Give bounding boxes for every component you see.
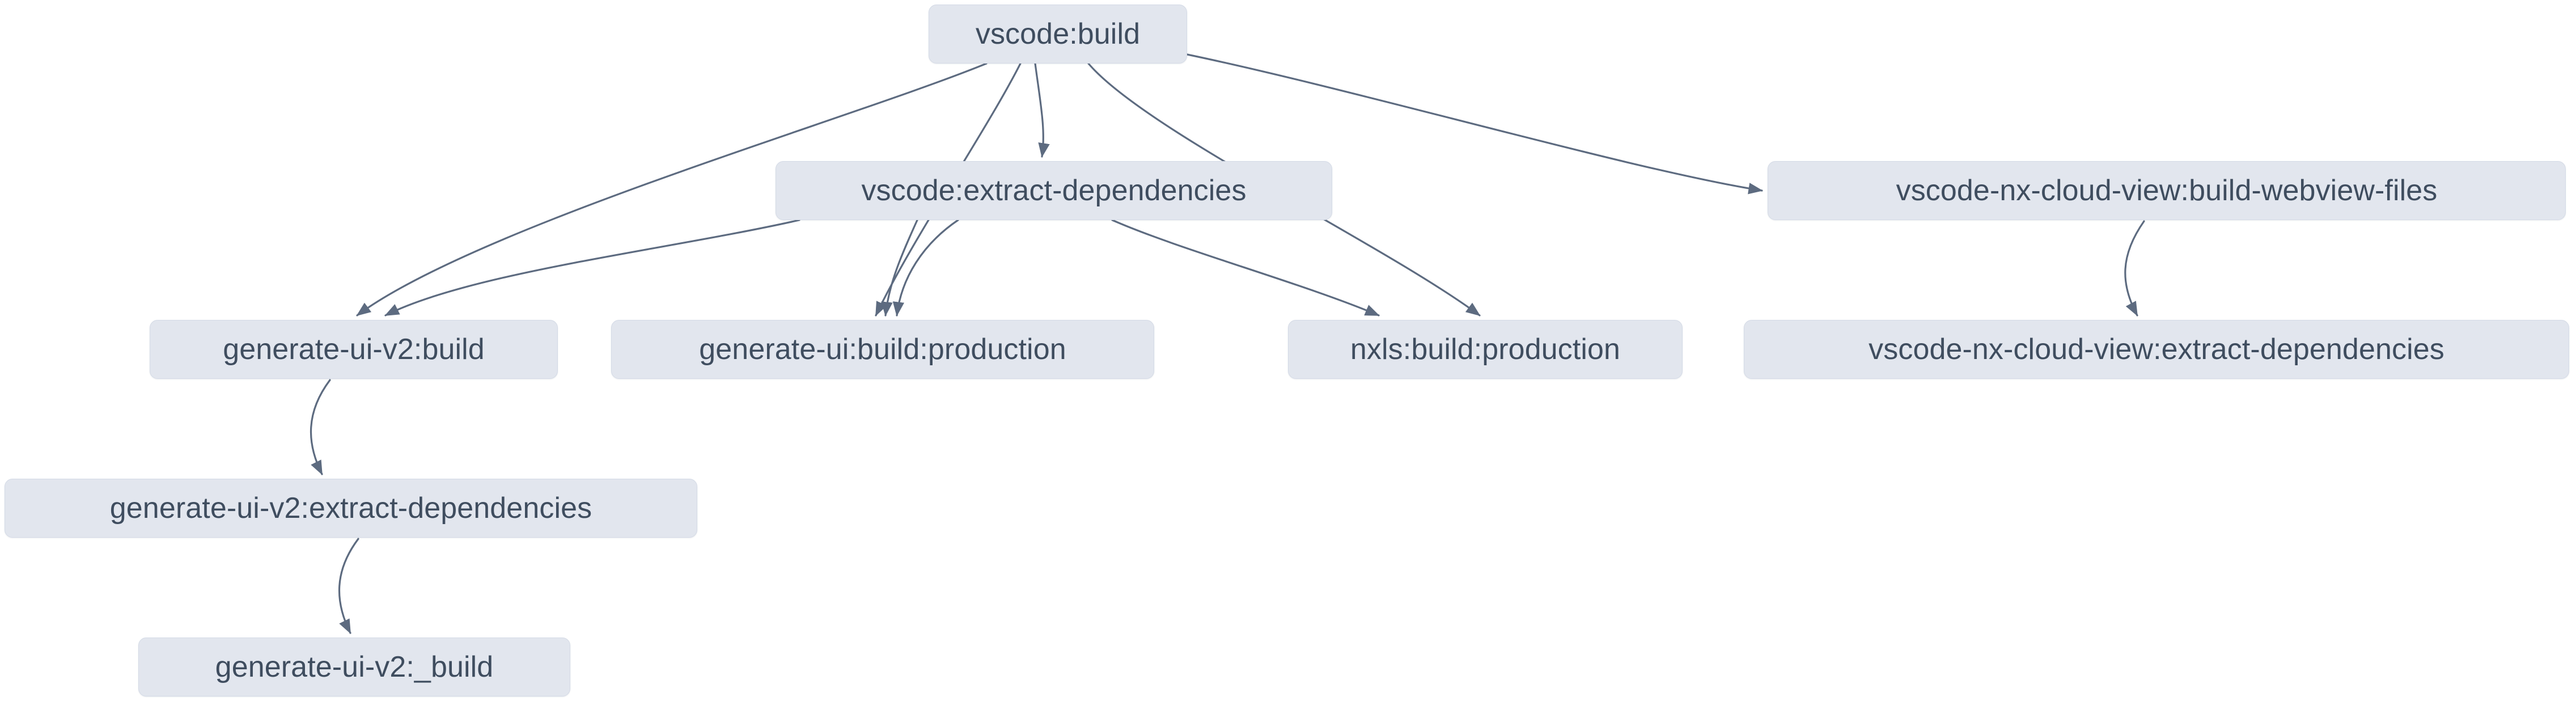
- graph-node-label: vscode-nx-cloud-view:build-webview-files: [1896, 174, 2438, 207]
- graph-node-label: generate-ui:build:production: [699, 333, 1066, 366]
- graph-edge-vscode-extract-dependencies--to--generate-ui:build:production: [892, 219, 959, 316]
- graph-node-nxls-build-production[interactable]: nxls:build:production: [1288, 320, 1683, 379]
- graph-node-label: vscode:extract-dependencies: [861, 174, 1247, 207]
- graph-node-vscode-build[interactable]: vscode:build: [929, 5, 1187, 64]
- graph-node-label: generate-ui-v2:_build: [215, 651, 494, 683]
- graph-node-label: generate-ui-v2:extract-dependencies: [109, 492, 592, 525]
- graph-node-label: nxls:build:production: [1350, 333, 1621, 366]
- graph-edge-generate-ui-v2-extract-dependencies--to--generate-ui-v2:_build: [338, 538, 359, 634]
- graph-node-generate-ui-v2-extract-dependencies[interactable]: generate-ui-v2:extract-dependencies: [5, 479, 697, 538]
- graph-edge-vscode-extract-dependencies--to--generate-ui:build:production: [881, 219, 918, 316]
- graph-node-vscode-nx-cloud-view-build-webview-files[interactable]: vscode-nx-cloud-view:build-webview-files: [1768, 161, 2566, 220]
- graph-node-label: generate-ui-v2:build: [223, 333, 485, 366]
- graph-edge-vscode-build--to--vscode:extract-dependencies: [1034, 62, 1050, 158]
- graph-node-label: vscode-nx-cloud-view:extract-dependencie…: [1869, 333, 2444, 366]
- graph-edge-generate-ui-v2-build--to--generate-ui-v2:extract-dependencies: [310, 379, 331, 475]
- graph-edge-vscode-nx-cloud-view-build-webview-files--to--vscode-nx-cloud-view:extract-dependencies: [2124, 220, 2145, 316]
- graph-node-generate-ui-build-production[interactable]: generate-ui:build:production: [611, 320, 1154, 379]
- graph-node-generate-ui-v2-build[interactable]: generate-ui-v2:build: [150, 320, 558, 379]
- graph-edge-vscode-extract-dependencies--to--nxls:build:production: [1111, 219, 1380, 316]
- graph-node-generate-ui-v2-build-underscore[interactable]: generate-ui-v2:_build: [138, 638, 570, 697]
- graph-node-vscode-nx-cloud-view-extract-dependencies[interactable]: vscode-nx-cloud-view:extract-dependencie…: [1744, 320, 2569, 379]
- graph-edge-vscode-extract-dependencies--to--generate-ui-v2:build: [384, 219, 800, 316]
- graph-node-vscode-extract-dependencies[interactable]: vscode:extract-dependencies: [776, 161, 1332, 220]
- graph-node-label: vscode:build: [975, 18, 1141, 50]
